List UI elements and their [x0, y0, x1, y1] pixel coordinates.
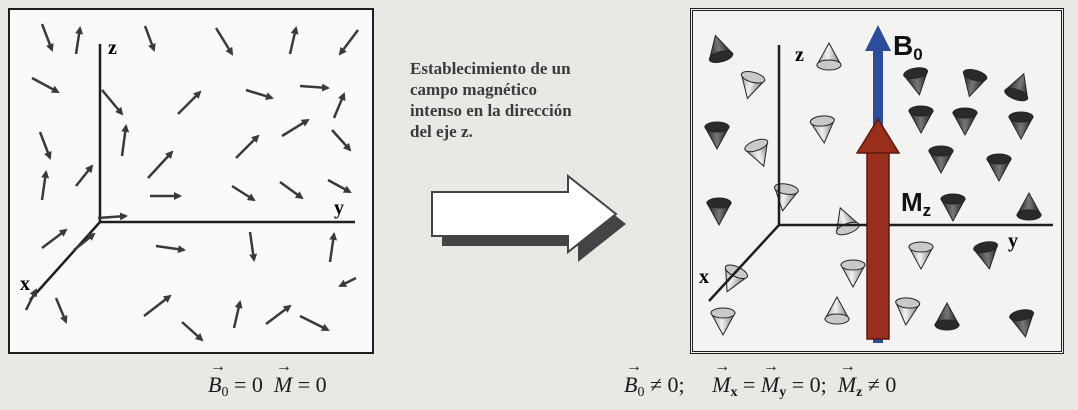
spin-arrow: [214, 27, 234, 56]
spin-cone: [908, 241, 934, 271]
spin-cone: [1008, 309, 1035, 338]
spin-arrow: [332, 92, 346, 119]
aligned-state-formula: B0 ≠ 0; Mx = My = 0; Mz ≠ 0: [624, 358, 896, 401]
spin-cone: [986, 153, 1012, 183]
spin-cone: [816, 41, 842, 71]
spin-arrow: [177, 90, 202, 115]
spin-arrow: [299, 314, 330, 332]
spin-arrow: [328, 232, 338, 263]
spin-arrow: [40, 23, 54, 52]
spin-cone: [744, 138, 769, 168]
spin-cone: [773, 183, 800, 212]
spin-arrow: [73, 232, 96, 251]
spin-arrows: [24, 23, 359, 342]
spin-cone: [840, 259, 866, 289]
spin-arrow: [31, 76, 60, 94]
transition-caption: Establecimiento de un campo magnético in…: [410, 58, 660, 142]
spin-arrow: [120, 124, 130, 157]
spin-cone: [962, 69, 988, 98]
transition-arrow-icon: [431, 173, 626, 262]
left-x-axis-label: x: [20, 273, 30, 295]
initial-state-formula: B0 = 0 M = 0: [208, 358, 327, 401]
left-y-axis-label: y: [334, 197, 344, 219]
spin-cone: [1008, 111, 1034, 141]
spin-arrow: [143, 294, 172, 317]
spin-cone: [835, 206, 860, 236]
spin-cone: [704, 121, 730, 151]
spin-cone: [1016, 191, 1042, 221]
right-axes: [708, 45, 1053, 302]
spin-cone: [740, 71, 766, 100]
spin-arrow: [24, 288, 38, 311]
random-spins-panel: z y x: [8, 8, 374, 354]
spin-cone: [706, 197, 732, 227]
spin-cone: [710, 307, 736, 337]
spin-cone: [824, 295, 850, 325]
spin-cone: [952, 107, 978, 137]
right-y-axis-label: y: [1008, 230, 1018, 252]
spin-cone: [934, 301, 960, 331]
left-z-axis-label: z: [108, 37, 117, 59]
caption-line: del eje z.: [410, 122, 473, 141]
spin-arrow: [327, 178, 352, 194]
m-vector-symbol: M: [274, 358, 292, 398]
spin-arrow: [155, 244, 186, 254]
caption-line: Establecimiento de un: [410, 59, 571, 78]
spin-arrow: [143, 25, 156, 52]
spin-cone: [894, 297, 921, 326]
spin-arrow: [248, 231, 258, 262]
mx-vector-symbol: Mx: [712, 358, 737, 401]
caption-line: campo magnético: [410, 80, 538, 99]
spin-cone: [928, 145, 954, 175]
caption-line: intenso en la dirección: [410, 101, 572, 120]
spin-arrow: [299, 83, 330, 92]
spin-cone: [940, 193, 966, 223]
spin-arrow: [41, 228, 68, 249]
spin-arrow: [181, 321, 204, 342]
spin-arrow: [265, 304, 292, 325]
spin-cone: [972, 241, 999, 270]
spin-arrow: [74, 26, 84, 55]
spin-cone: [708, 34, 734, 63]
b0-vector-symbol: B0: [208, 358, 228, 401]
spin-arrow: [101, 89, 124, 116]
mz-magnetization-label: Mz: [901, 187, 931, 220]
spin-arrow: [38, 131, 52, 160]
spin-arrow: [279, 180, 304, 200]
left-axes: [29, 44, 355, 301]
my-vector-symbol: My: [761, 358, 786, 401]
spin-arrow: [97, 212, 128, 221]
mz-magnetization-arrow: [855, 117, 901, 340]
right-z-axis-label: z: [795, 44, 804, 66]
spin-cones: [704, 34, 1042, 338]
spin-arrow: [338, 276, 357, 288]
right-x-axis-label: x: [699, 266, 709, 288]
random-spins-diagram: z y x: [20, 23, 359, 342]
spin-arrow: [245, 88, 274, 101]
spin-arrow: [75, 164, 94, 187]
spin-arrow: [281, 118, 310, 138]
spin-arrow: [232, 300, 243, 329]
spin-arrow: [54, 297, 68, 324]
mz-vector-symbol: Mz: [838, 358, 863, 401]
aligned-spins-diagram: z y x B0 Mz: [699, 25, 1053, 343]
spin-cone: [1004, 72, 1029, 102]
b0-field-label: B0: [893, 30, 923, 64]
spin-arrow: [147, 150, 174, 179]
b0-vector-symbol: B0: [624, 358, 644, 401]
spin-arrow: [231, 184, 256, 202]
spin-cone: [902, 67, 929, 96]
spin-arrow: [331, 129, 352, 152]
aligned-spins-panel: z y x B0 Mz: [690, 8, 1064, 354]
spin-arrow: [338, 29, 359, 56]
spin-arrow: [288, 26, 299, 55]
spin-cone: [809, 115, 836, 144]
spin-cone: [724, 264, 749, 293]
spin-arrow: [235, 134, 260, 159]
spin-cone: [908, 105, 934, 135]
spin-arrow: [40, 170, 50, 201]
